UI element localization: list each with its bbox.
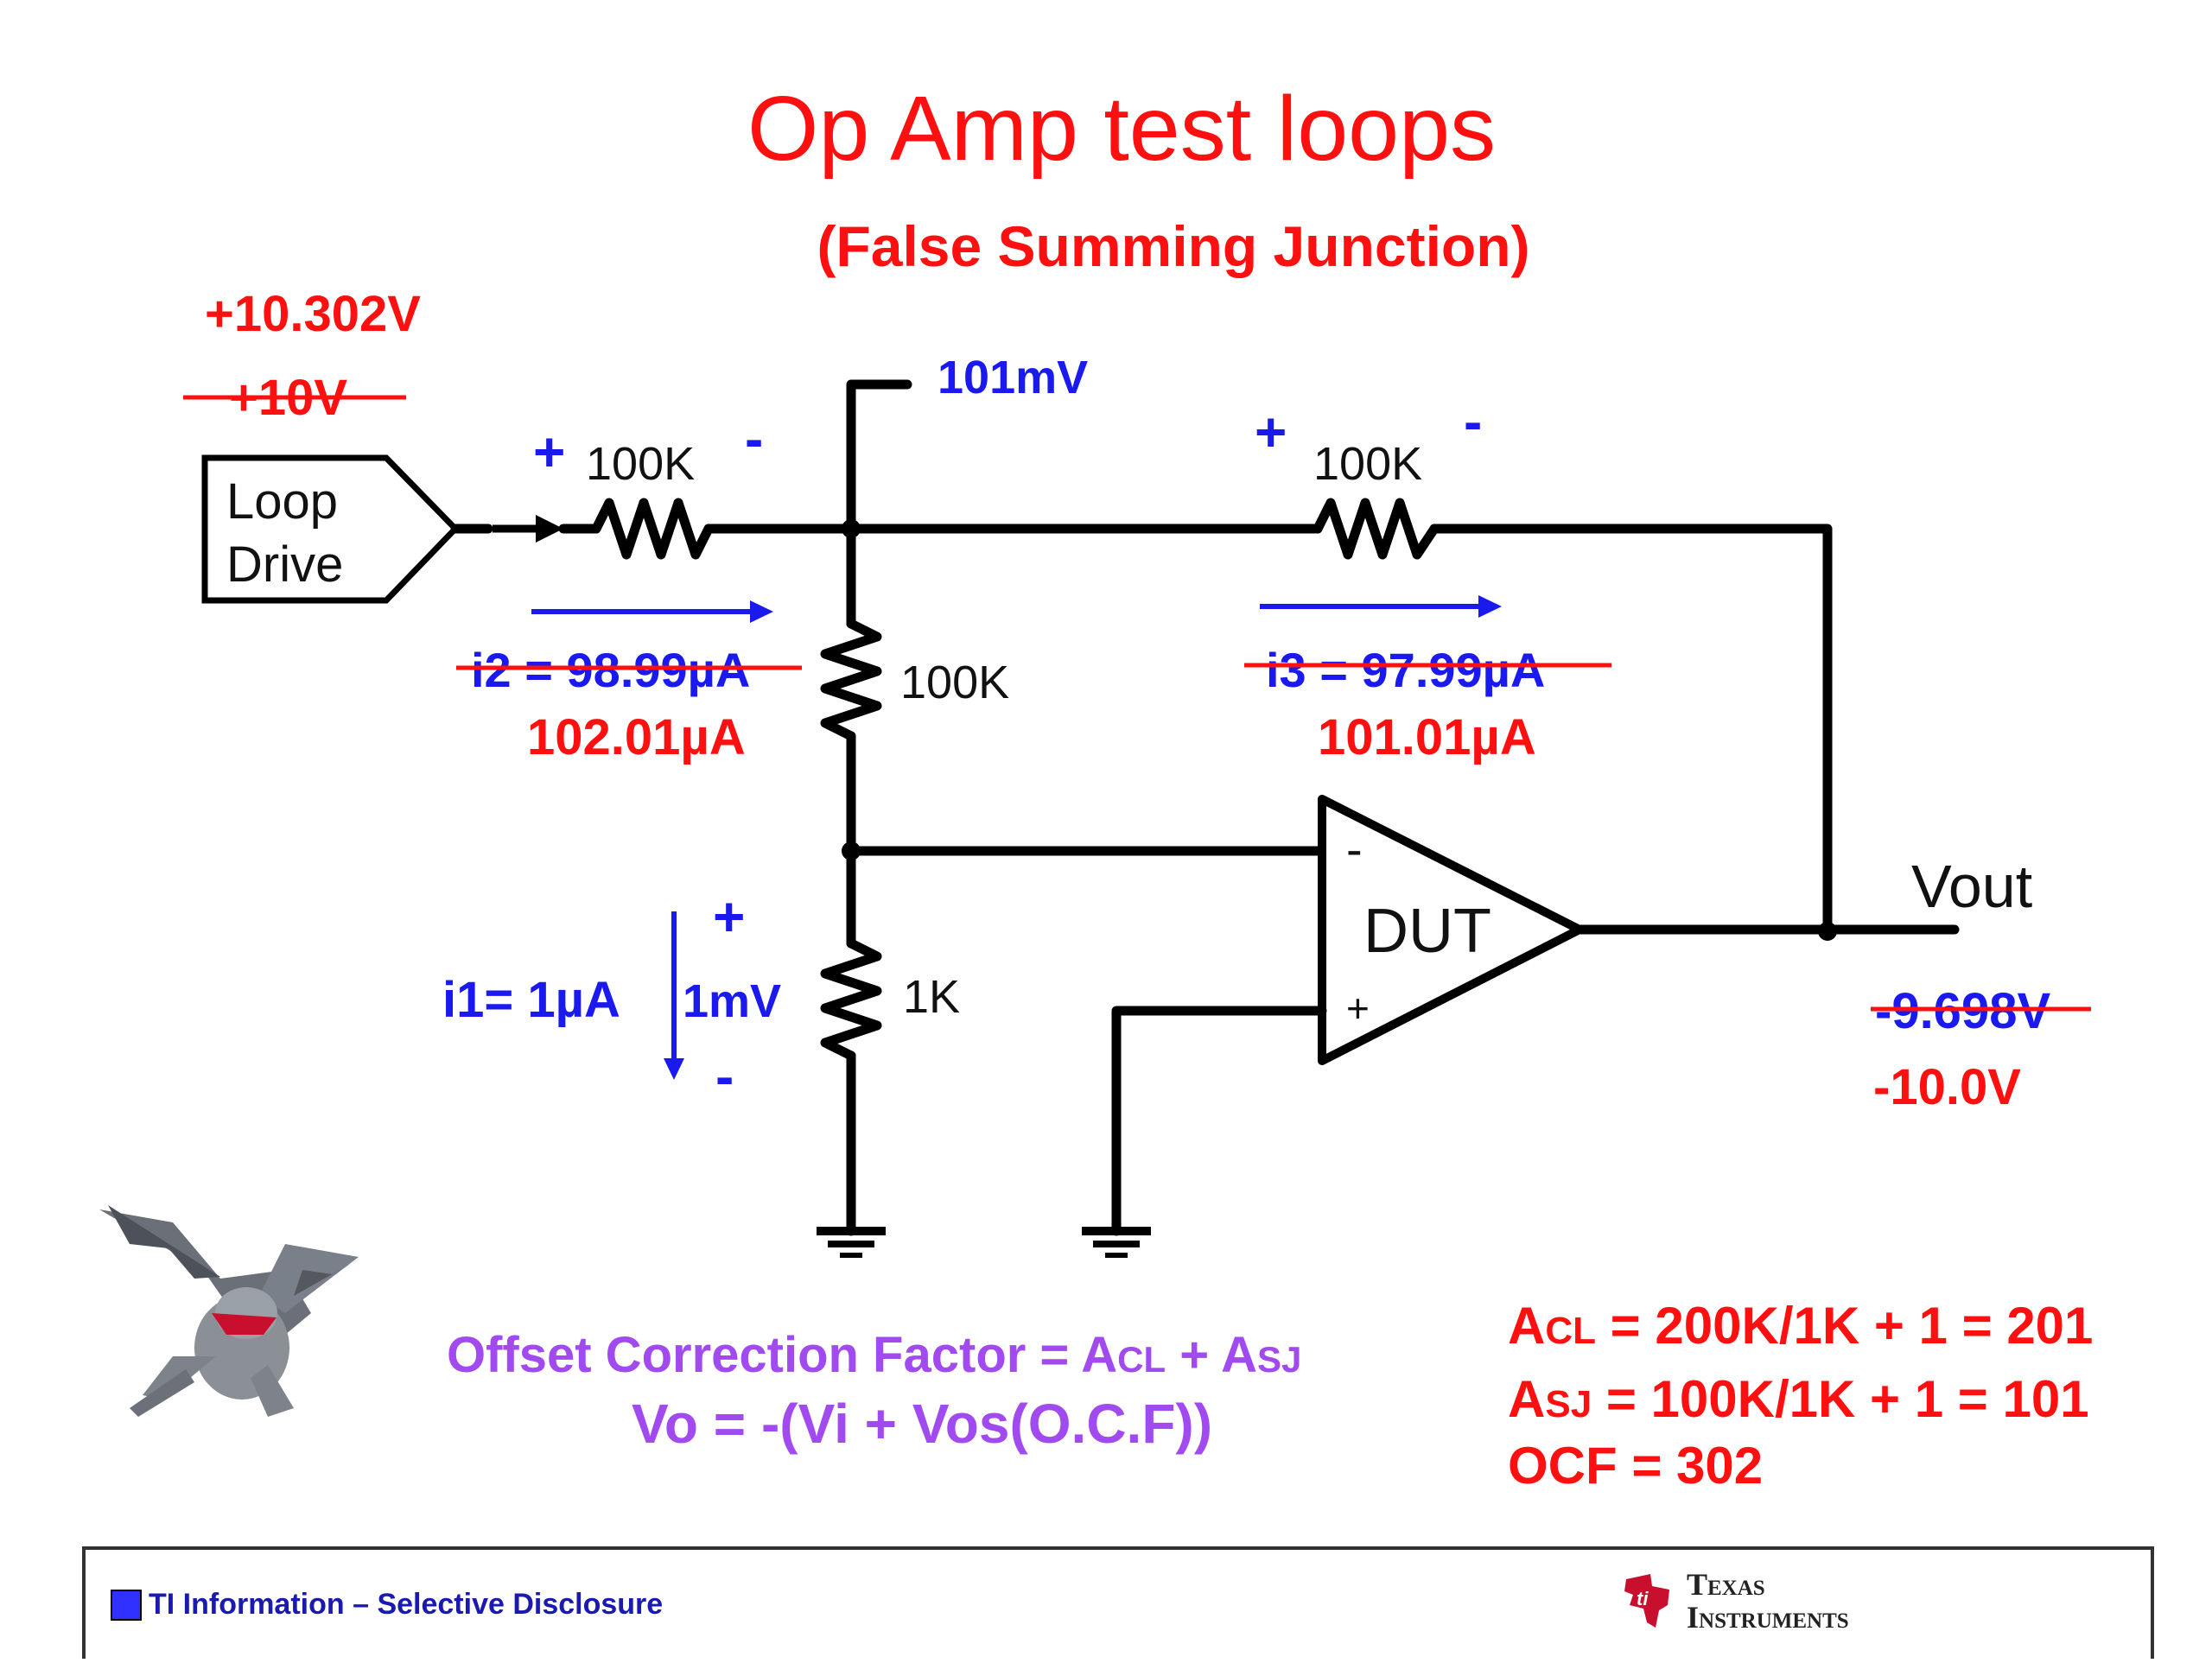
asj-a: A: [1508, 1370, 1545, 1428]
gnd-resistor-value: 1K: [903, 971, 960, 1023]
ocf-sj-sub: SJ: [1257, 1339, 1301, 1380]
input-resistor-value: 100K: [586, 438, 695, 490]
footer-bar: [82, 1546, 2154, 1659]
v-1k-value: 1mV: [683, 975, 781, 1027]
page-subtitle: (False Summing Junction): [817, 214, 1529, 278]
asj-equation: ASJ = 100K/1K + 1 = 101: [1508, 1370, 2089, 1428]
i1-value: i1= 1µA: [442, 972, 620, 1028]
feedback-resistor: [1313, 498, 1440, 560]
v-1k-minus: -: [715, 1045, 734, 1108]
noninverting-input-wire: [1111, 1006, 1327, 1236]
feedback-wire-right: [1429, 524, 1833, 936]
acl-eq: = 200K/1K + 1 = 201: [1596, 1297, 2093, 1355]
ocf-cl-sub: CL: [1117, 1339, 1166, 1380]
vout-label: Vout: [1911, 853, 2032, 920]
footer-disclosure: TI Information – Selective Disclosure: [111, 1588, 663, 1622]
input-voltage-new: +10.302V: [205, 286, 421, 342]
input-resistor-minus: -: [745, 408, 763, 470]
i3-arrow-head: [1478, 595, 1502, 618]
dut-noninverting-mark: +: [1346, 986, 1370, 1031]
loop-drive-label-1: Loop: [226, 473, 338, 530]
ti-state-icon: ti: [1624, 1574, 1669, 1628]
ocf-mid: + A: [1166, 1327, 1257, 1383]
asj-eq: = 100K/1K + 1 = 101: [1592, 1370, 2088, 1428]
feedback-resistor-plus: +: [1255, 401, 1287, 463]
asj-sub: SJ: [1545, 1383, 1592, 1425]
ti-logo-line1: Texas: [1687, 1567, 1765, 1602]
dut-inverting-mark: -: [1346, 822, 1363, 876]
v-1k-plus: +: [713, 885, 745, 948]
flying-monkey-illustration: [99, 1205, 363, 1417]
dut-label: DUT: [1363, 897, 1491, 966]
mid-resistor: [820, 619, 882, 741]
i3-old-value: i3 = 97.99µA: [1266, 643, 1545, 697]
disclosure-text: TI Information – Selective Disclosure: [149, 1588, 664, 1621]
loop-drive-block: [201, 454, 460, 604]
acl-equation: ACL = 200K/1K + 1 = 201: [1508, 1297, 2093, 1355]
node-voltage: 101mV: [938, 352, 1088, 403]
ti-logo-line2: Instruments: [1687, 1600, 1849, 1634]
input-resistor: [591, 498, 714, 560]
i2-new-value: 102.01µA: [527, 709, 746, 765]
feedback-resistor-minus: -: [1464, 390, 1482, 453]
output-node-dot: [1818, 922, 1837, 941]
page-title: Op Amp test loops: [747, 78, 1496, 180]
input-resistor-plus: +: [533, 421, 565, 483]
drive-arrow-head: [536, 515, 563, 543]
vout-new-value: -10.0V: [1873, 1059, 2021, 1115]
acl-a: A: [1508, 1297, 1545, 1355]
svg-text:ti: ti: [1637, 1588, 1649, 1609]
ocf-value: OCF = 302: [1508, 1437, 1763, 1495]
acl-sub: CL: [1545, 1310, 1596, 1352]
i3-new-value: 101.01µA: [1318, 709, 1536, 765]
disclosure-square-icon: [111, 1589, 142, 1621]
feedback-resistor-value: 100K: [1313, 438, 1422, 490]
vo-equation: Vo = -(Vi + Vos(O.C.F)): [632, 1393, 1212, 1455]
loop-drive-label-2: Drive: [226, 536, 343, 593]
ocf-formula: Offset Correction Factor = ACL + ASJ: [447, 1327, 1301, 1383]
i1-arrow-head: [664, 1058, 684, 1080]
i2-arrow-head: [750, 600, 773, 623]
ti-logo: ti Texas Instruments: [1618, 1568, 1849, 1634]
dut-opamp: [1318, 795, 1584, 1065]
ocf-prefix: Offset Correction Factor = A: [447, 1327, 1117, 1383]
probe-wire: [846, 379, 912, 534]
mid-resistor-value: 100K: [900, 657, 1009, 708]
gnd-resistor: [820, 938, 882, 1061]
